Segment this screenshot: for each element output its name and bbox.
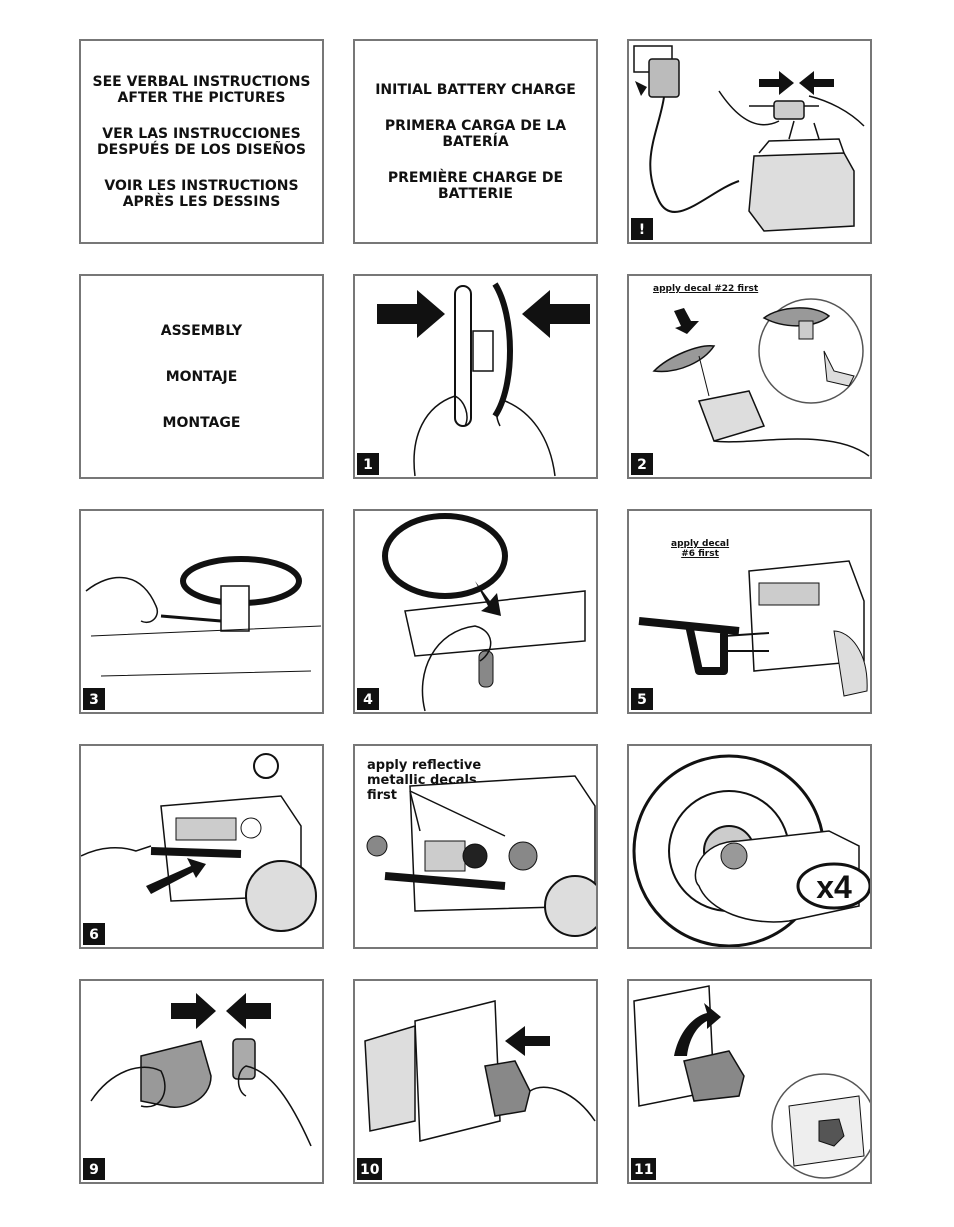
step-badge-10: 10: [356, 1157, 384, 1181]
charger-illustration-panel: !: [627, 39, 872, 244]
wheel-cap-panel: x4: [627, 744, 872, 949]
step-badge-5: 5: [630, 687, 654, 711]
step-6-panel: 6: [79, 744, 324, 949]
key-insertion-illustration: [382, 513, 586, 712]
motor-connector-illustration: [364, 1000, 596, 1142]
step-3-panel: 3: [79, 509, 324, 714]
step-badge-3: 3: [82, 687, 106, 711]
charge-text-es: PRIMERA CARGA DE LA BATERÍA: [384, 117, 567, 150]
bumper-screw-illustration: [81, 753, 317, 932]
reflective-note-line3: first: [367, 788, 397, 803]
step-badge-warning: !: [630, 217, 654, 241]
step-4-panel: 4: [353, 509, 598, 714]
decal-6-note-line1: apply decal: [671, 539, 730, 549]
step-badge-6: 6: [82, 922, 106, 946]
step-10-panel: 10: [353, 979, 598, 1184]
times-4-label: x4: [816, 869, 852, 905]
step-5-panel: apply decal #6 first 5: [627, 509, 872, 714]
screwdriver-wheel-illustration: [85, 556, 322, 677]
steering-wheel-illustration: [377, 282, 590, 477]
battery-charge-panel: INITIAL BATTERY CHARGE PRIMERA CARGA DE …: [353, 39, 598, 244]
step-1-panel: 1: [353, 274, 598, 479]
intro-text-fr: VOIR LES INSTRUCTIONS APRÈS LES DESSINS: [104, 177, 299, 210]
front-bumper-illustration: [638, 560, 868, 697]
wheel-cap-illustration: x4: [632, 754, 870, 947]
decal-6-note: apply decal #6 first: [671, 539, 729, 559]
reflective-decals-panel: apply reflective metallic decals first: [353, 744, 598, 949]
step-badge-4: 4: [356, 687, 380, 711]
step-2-panel: apply decal #22 first 2: [627, 274, 872, 479]
assembly-text-en: ASSEMBLY: [160, 322, 243, 339]
headlight-decal-illustration: [366, 775, 596, 937]
intro-text-en: SEE VERBAL INSTRUCTIONS AFTER THE PICTUR…: [92, 73, 311, 106]
step-9-panel: 9: [79, 979, 324, 1184]
assembly-text-fr: MONTAGE: [162, 414, 241, 431]
step-badge-9: 9: [82, 1157, 106, 1181]
decal-6-note-line2: #6 first: [681, 549, 719, 559]
intro-panel: SEE VERBAL INSTRUCTIONS AFTER THE PICTUR…: [79, 39, 324, 244]
assembly-panel: ASSEMBLY MONTAJE MONTAGE: [79, 274, 324, 479]
intro-text-es: VER LAS INSTRUCCIONES DESPUÉS DE LOS DIS…: [97, 125, 306, 158]
charge-text-en: INITIAL BATTERY CHARGE: [375, 81, 576, 98]
step-badge-11: 11: [630, 1157, 658, 1181]
decal-22-note: apply decal #22 first: [653, 284, 759, 294]
charge-text-fr: PREMIÈRE CHARGE DE BATTERIE: [387, 169, 564, 202]
reflective-note-line1: apply reflective: [367, 758, 482, 773]
step-badge-1: 1: [356, 452, 380, 476]
step-11-panel: 11: [627, 979, 872, 1184]
steering-column-illustration: [652, 298, 870, 457]
charger-battery-illustration: [633, 45, 865, 232]
step-badge-2: 2: [630, 452, 654, 476]
connector-join-illustration: [90, 993, 312, 1147]
connector-rotate-illustration: [633, 985, 870, 1179]
assembly-text-es: MONTAJE: [165, 368, 238, 385]
